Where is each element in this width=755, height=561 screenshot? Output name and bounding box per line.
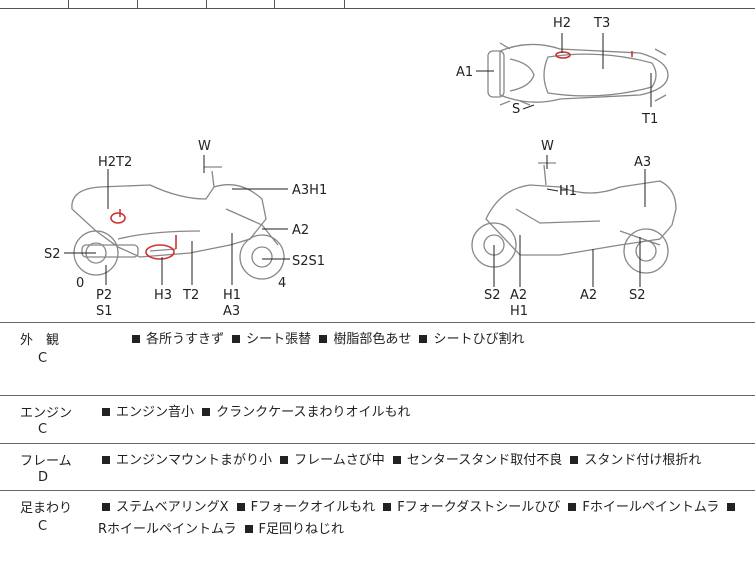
label-top-a1: A1 (456, 65, 473, 80)
leader-lines (64, 33, 652, 287)
label-left-w: W (198, 139, 211, 154)
label-right-a2b: A2 (580, 288, 597, 303)
label-right-w: W (541, 139, 554, 154)
label-left-s1: S1 (96, 304, 113, 319)
section-suspension: 足まわり C ステムベアリングX Fフォークオイルもれ Fフォークダストシールひ… (0, 491, 755, 561)
grade-value: C (38, 519, 48, 534)
category-label: エンジン (20, 406, 73, 421)
section-engine: エンジン C エンジン音小 クランクケースまわりオイルもれ (0, 396, 755, 444)
label-left-0: 0 (76, 276, 84, 291)
grade-value: C (38, 351, 48, 366)
label-right-s2a: S2 (484, 288, 501, 303)
label-left-a3: A3 (223, 304, 240, 319)
issue-item: 樹脂部色あせ (333, 332, 412, 347)
section-frame: フレーム D エンジンマウントまがり小 フレームさび中 センタースタンド取付不良… (0, 444, 755, 491)
label-top-t3: T3 (593, 16, 610, 31)
label-left-s2: S2 (44, 247, 61, 262)
scooter-diagram-svg: H2 T3 A1 S T1 H2T2 W A3H1 A2 S2 S2S1 0 4… (44, 16, 677, 319)
issue-item: フレームさび中 (294, 453, 385, 468)
category-label: 足まわり (20, 501, 73, 516)
issue-item: Fホイールペイントムラ (582, 500, 720, 515)
label-right-h1: H1 (559, 184, 577, 199)
damage-marks (110, 51, 633, 260)
label-left-a3h1: A3H1 (292, 183, 327, 198)
issue-item: シートひび割れ (433, 332, 525, 347)
issue-list: 各所うすきず シート張替 樹脂部色あせ シートひび割れ (128, 329, 755, 351)
label-left-s2s1: S2S1 (292, 254, 325, 269)
label-top-s: S (512, 102, 520, 117)
issue-list: エンジンマウントまがり小 フレームさび中 センタースタンド取付不良 スタンド付け… (98, 450, 748, 472)
issue-item: クランクケースまわりオイルもれ (216, 405, 411, 420)
issue-item: 各所うすきず (146, 332, 225, 347)
issue-item: Rホイールペイントムラ (98, 522, 237, 537)
top-table-edge (0, 0, 755, 9)
label-left-h2t2: H2T2 (98, 155, 132, 170)
label-top-t1: T1 (641, 112, 658, 127)
top-view-scooter (487, 42, 669, 106)
issue-item: Fフォークダストシールひび (397, 500, 561, 515)
label-left-t2: T2 (182, 288, 199, 303)
diagram-labels: H2 T3 A1 S T1 H2T2 W A3H1 A2 S2 S2S1 0 4… (44, 16, 658, 319)
grade-value: D (38, 470, 49, 485)
label-right-h1b: H1 (510, 304, 528, 319)
issue-item: シート張替 (246, 332, 312, 347)
label-left-a2: A2 (292, 223, 309, 238)
issue-item: ステムベアリングX (116, 500, 229, 515)
category-label: フレーム (20, 454, 72, 469)
damage-diagram: H2 T3 A1 S T1 H2T2 W A3H1 A2 S2 S2S1 0 4… (0, 9, 755, 323)
left-view-scooter (71, 166, 285, 280)
grade-value: C (38, 422, 48, 437)
label-left-p2: P2 (96, 288, 112, 303)
issue-item: エンジンマウントまがり小 (116, 453, 273, 468)
label-right-a2a: A2 (510, 288, 527, 303)
issue-item: F足回りねじれ (258, 522, 345, 537)
category-label: 外 観 (20, 333, 60, 348)
label-right-a3: A3 (634, 155, 651, 170)
issue-item: センタースタンド取付不良 (406, 453, 563, 468)
issue-item: スタンド付け根折れ (584, 453, 702, 468)
label-top-h2: H2 (553, 16, 571, 31)
issue-item: エンジン音小 (116, 405, 195, 420)
issue-list: ステムベアリングX Fフォークオイルもれ Fフォークダストシールひび Fホイール… (98, 497, 748, 541)
label-left-4: 4 (278, 276, 286, 291)
label-left-h1: H1 (223, 288, 241, 303)
issue-item: Fフォークオイルもれ (250, 500, 376, 515)
section-exterior: 外 観 C 各所うすきず シート張替 樹脂部色あせ シートひび割れ (0, 323, 755, 396)
label-left-h3: H3 (154, 288, 172, 303)
label-right-s2b: S2 (629, 288, 646, 303)
issue-list: エンジン音小 クランクケースまわりオイルもれ (98, 402, 748, 424)
